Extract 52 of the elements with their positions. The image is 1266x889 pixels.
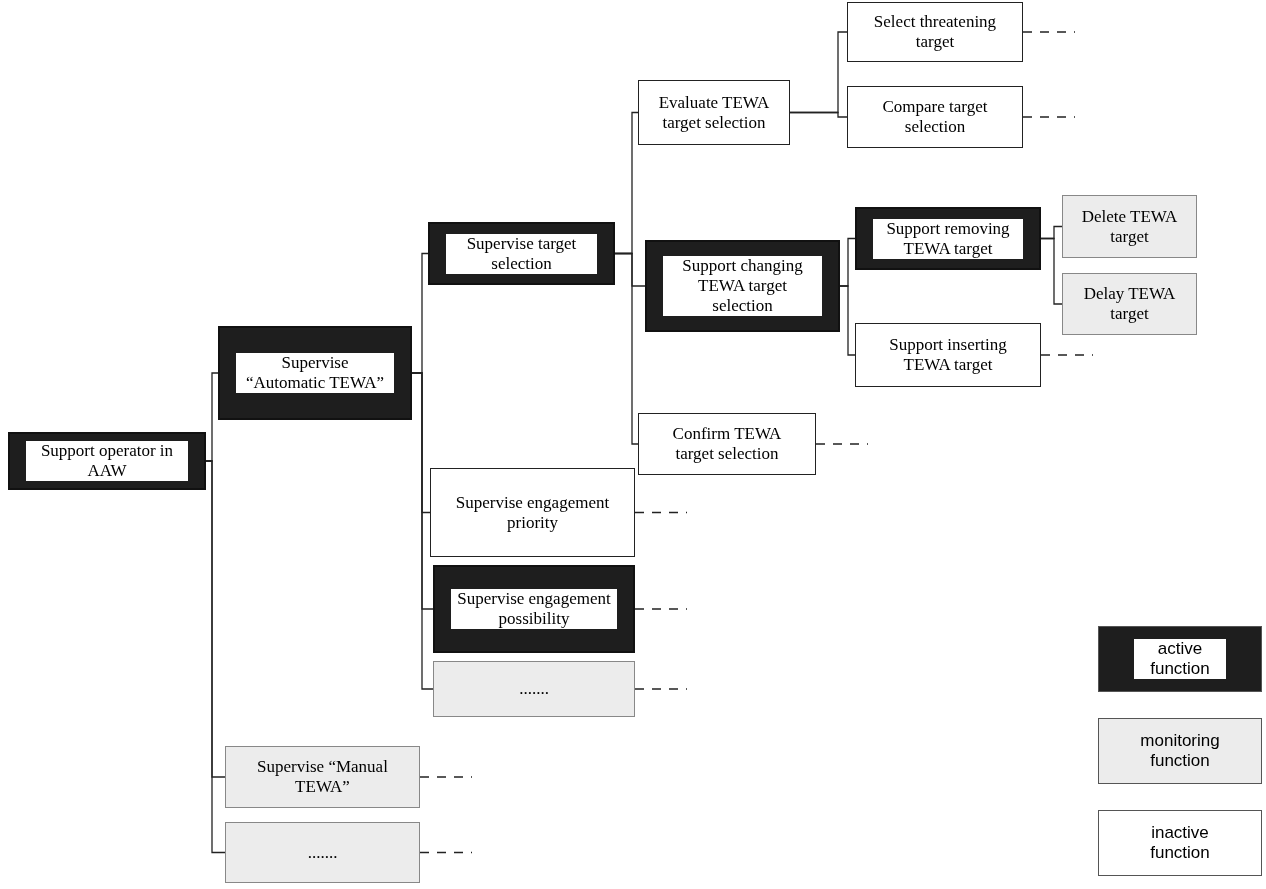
monitoring-function-box — [225, 822, 420, 883]
inactive-function-box — [855, 323, 1041, 387]
dashed-stub-line — [1040, 354, 1094, 356]
active-function-box — [645, 240, 840, 332]
active-function-box — [855, 207, 1041, 270]
function-label: Confirm TEWA target selection — [671, 424, 783, 464]
function-label: Evaluate TEWA target selection — [657, 92, 771, 133]
monitoring-function-box — [1062, 195, 1197, 258]
connector-line — [789, 111, 848, 118]
function-label: Supervise “Automatic TEWA” — [236, 353, 394, 393]
dashed-stub-line — [815, 443, 869, 445]
legend-label: inactive function — [1149, 823, 1211, 863]
monitoring-function-box — [433, 661, 635, 717]
inactive-function-box — [847, 86, 1023, 148]
legend-label: monitoring function — [1139, 731, 1221, 771]
dashed-stub-line — [634, 688, 688, 690]
function-label: Supervise “Manual TEWA” — [256, 757, 389, 797]
inactive-function-box — [847, 2, 1023, 62]
dashed-stub-line — [634, 511, 688, 514]
function-label: Support inserting TEWA target — [888, 335, 1008, 375]
function-label: Support operator in AAW — [26, 441, 188, 481]
function-label: Select threatening target — [872, 12, 998, 52]
inactive-function-box — [430, 468, 635, 557]
connector-line — [614, 252, 639, 445]
connector-line — [411, 372, 434, 690]
active-function-box — [218, 326, 412, 420]
connector-line — [205, 460, 226, 854]
dashed-stub-line — [634, 608, 688, 610]
dashed-stub-line — [1022, 31, 1076, 33]
dashed-stub-line — [1022, 116, 1076, 118]
dashed-stub-line — [419, 851, 473, 854]
active-function-box — [433, 565, 635, 653]
function-label: Support removing TEWA target — [873, 218, 1023, 259]
function-label: Support changing TEWA target selection — [663, 256, 822, 316]
function-label: ....... — [307, 842, 338, 863]
legend-label: active function — [1134, 639, 1226, 679]
function-label: Delete TEWA target — [1080, 206, 1179, 247]
monitoring-function-box — [1062, 273, 1197, 335]
active-function-box — [8, 432, 206, 490]
function-label: Supervise target selection — [446, 233, 597, 274]
inactive-function-box — [638, 413, 816, 475]
inactive-function-box — [638, 80, 790, 145]
connector-line — [1040, 237, 1063, 305]
monitoring-function-box — [225, 746, 420, 808]
connector-line — [839, 285, 856, 356]
function-label: Compare target selection — [881, 97, 989, 137]
dashed-stub-line — [419, 776, 473, 778]
function-label: Supervise engagement possibility — [451, 589, 617, 629]
function-label: Supervise engagement priority — [454, 492, 611, 533]
function-label: ....... — [519, 679, 549, 699]
function-label: Delay TEWA target — [1082, 284, 1177, 324]
active-function-box — [428, 222, 615, 285]
